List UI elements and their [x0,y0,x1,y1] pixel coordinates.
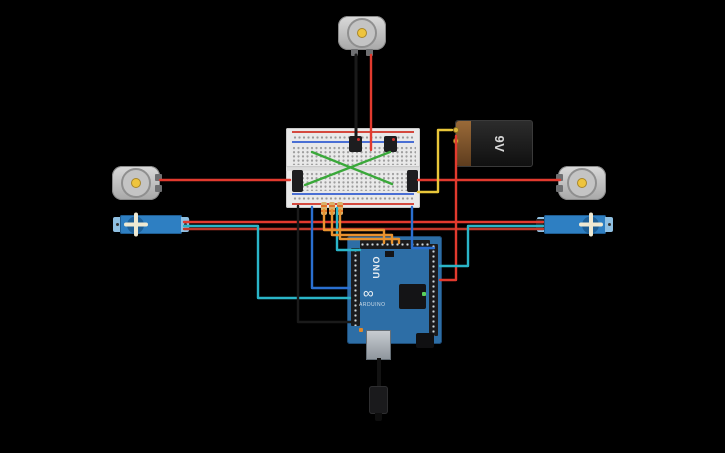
battery-label: 9V [492,135,508,152]
wire-servo-right-signal-cyan[interactable] [438,224,545,268]
motor-shaft [131,178,141,188]
transistor-2[interactable] [384,136,397,152]
wire-battery-red-vin[interactable] [438,134,458,282]
servo-mount-hole [115,223,119,226]
wire-orange-1[interactable] [322,208,386,245]
wire-breadboard-cyan[interactable] [335,206,362,252]
breadboard-rail-holes-bottom[interactable] [293,196,415,201]
arduino-uno[interactable]: UNO ∞ ARDUINO [347,236,442,360]
arduino-left-header[interactable] [351,248,360,326]
usb-cable[interactable] [377,358,381,390]
breadboard-rail-negative-bottom [292,193,414,195]
arduino-usb-port[interactable] [366,330,391,360]
wire-breadboard-navy[interactable] [410,205,436,250]
servo-connector[interactable] [536,219,544,230]
motor-terminal[interactable] [155,174,162,181]
wire-orange-3[interactable] [338,208,401,245]
motor-shaft [577,178,587,188]
servo-horn[interactable] [582,216,599,233]
wire-green-cross-2[interactable] [310,150,394,186]
servo-mount-tab [605,217,613,232]
transistor-1[interactable] [349,136,362,152]
battery-band [456,121,471,166]
transistor-marker-dot [392,138,395,141]
arduino-atmega-chip [399,284,426,309]
wire-breadboard-blue[interactable] [310,205,352,290]
arduino-infinity-logo: ∞ [363,285,374,302]
arduino-right-header[interactable] [429,244,438,336]
dc-motor-top[interactable] [338,12,386,56]
wire-gnd-black[interactable] [296,204,354,324]
dc-motor-right[interactable] [556,162,606,204]
battery-terminal-positive[interactable] [453,127,459,133]
wire-green-cross-1[interactable] [303,150,392,187]
breadboard-holes-lower-bank[interactable] [292,172,416,191]
arduino-digital-header[interactable] [360,240,430,249]
micro-servo-right[interactable] [536,212,613,237]
wire-battery-yellow[interactable] [416,128,454,194]
motor-terminal[interactable] [556,185,563,192]
dc-motor-left[interactable] [112,162,162,204]
servo-mount-hole [183,223,187,226]
transistor-left[interactable] [292,170,303,192]
motor-shaft [357,28,367,38]
breadboard-rail-positive-top [292,131,414,133]
motor-terminal[interactable] [556,174,563,181]
transistor-right[interactable] [407,170,418,192]
servo-mount-tab [113,217,121,232]
resistor-1[interactable] [321,202,327,215]
arduino-power-jack[interactable] [416,333,434,348]
motor-terminal[interactable] [366,49,373,56]
transistor-marker-dot [357,138,360,141]
motor-terminal[interactable] [351,49,358,56]
servo-mount-hole [607,223,611,226]
usb-plug[interactable] [369,386,388,414]
usb-plug-tip [375,413,382,421]
arduino-brand-label: ARDUINO [359,302,386,308]
battery-9v[interactable]: 9V [453,120,533,167]
wire-servo-left-signal-cyan[interactable] [182,224,352,300]
breadboard-rail-positive-bottom [292,203,414,205]
arduino-tx-led [359,328,363,332]
servo-mount-tab [181,217,189,232]
resistor-2[interactable] [329,202,335,215]
arduino-icsp-header[interactable] [385,251,394,257]
resistor-3[interactable] [337,202,343,215]
arduino-model-label: UNO [371,255,382,279]
servo-horn[interactable] [127,216,144,233]
micro-servo-left[interactable] [113,212,190,237]
arduino-power-led [422,292,426,296]
motor-terminal[interactable] [155,185,162,192]
